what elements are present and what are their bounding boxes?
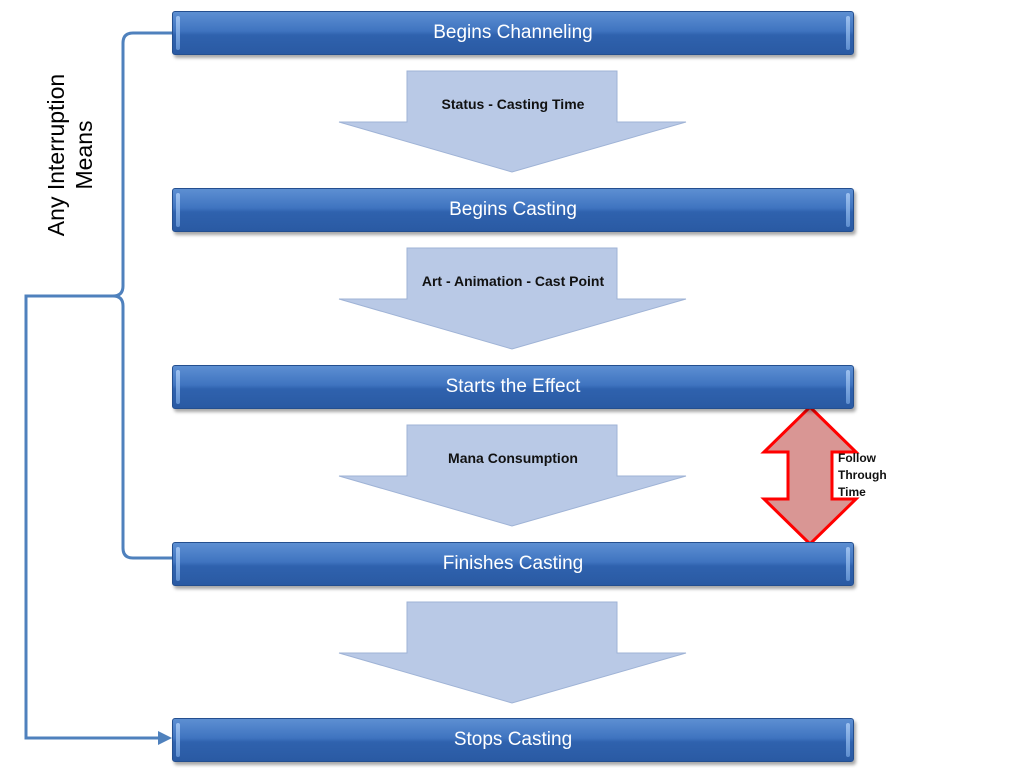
interruption-label: Any Interruption Means	[43, 73, 97, 237]
stage-finishes-casting: Finishes Casting	[172, 542, 854, 586]
stage-stops-casting: Stops Casting	[172, 718, 854, 762]
stage-label: Finishes Casting	[442, 553, 584, 574]
transition-label-mana-consumption: Mana Consumption	[448, 450, 578, 466]
stage-label: Begins Channeling	[433, 22, 593, 43]
stage-begins-casting: Begins Casting	[172, 188, 854, 232]
flow-arrow-1	[338, 70, 687, 173]
stage-begins-channeling: Begins Channeling	[172, 11, 854, 55]
flow-arrow-2	[338, 247, 687, 350]
flow-arrow-3	[338, 424, 687, 527]
transition-label-art-animation-cast-point: Art - Animation - Cast Point	[421, 273, 605, 289]
interruption-bracket	[80, 31, 172, 560]
connector-arrowhead	[158, 731, 172, 745]
follow-through-label: Follow Through Time	[838, 451, 887, 499]
interruption-connector	[24, 294, 165, 740]
stage-starts-effect: Starts the Effect	[172, 365, 854, 409]
stage-label: Stops Casting	[453, 729, 573, 750]
transition-label-status-casting-time: Status - Casting Time	[441, 96, 585, 112]
stage-label: Begins Casting	[449, 199, 577, 220]
flow-arrow-4	[338, 601, 687, 704]
stage-label: Starts the Effect	[445, 376, 581, 397]
